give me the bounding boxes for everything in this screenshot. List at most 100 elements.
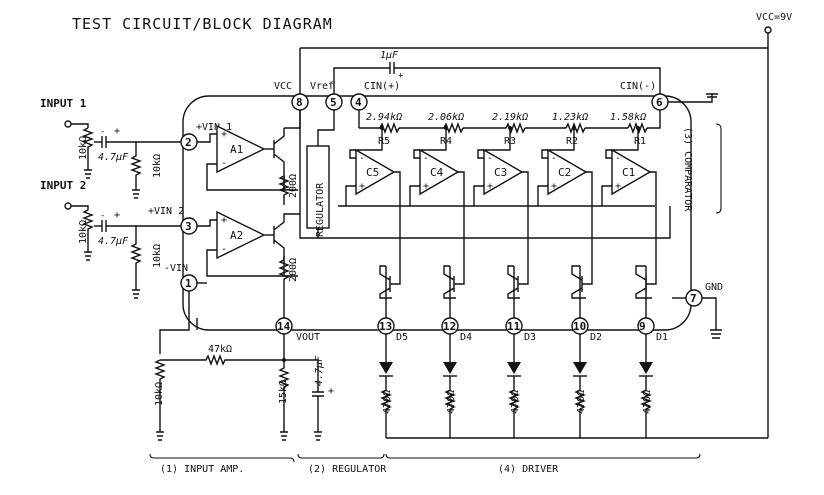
svg-text:7: 7 xyxy=(690,292,697,305)
r5-label: R5 xyxy=(378,136,390,147)
svg-text:REGULATOR: REGULATOR xyxy=(315,182,326,237)
a1-load-value: 200Ω xyxy=(288,174,299,198)
input1-terminal xyxy=(64,120,72,128)
comparator-in-wire xyxy=(409,185,420,206)
ladder-node xyxy=(572,126,576,130)
cin-minus-label: CIN(-) xyxy=(620,81,656,92)
svg-text:+: + xyxy=(221,129,227,140)
pin-number: 11 xyxy=(507,320,521,333)
feedback-resistor-value: 47kΩ xyxy=(208,344,232,355)
comparator-array: C5-+C4-+C3-+C2-+C1-+ xyxy=(345,126,657,276)
led-icon xyxy=(507,362,521,374)
ref-cap-value: 1μF xyxy=(380,50,399,61)
r5-value: 2.94kΩ xyxy=(366,112,402,123)
driver-collector xyxy=(379,265,391,281)
svg-text:14: 14 xyxy=(277,320,291,333)
comparator-minus: - xyxy=(423,153,429,164)
svg-text:+: + xyxy=(398,71,404,81)
in1-cap-pos: + xyxy=(114,126,120,137)
svg-text:4: 4 xyxy=(355,96,362,109)
driver-base-wire xyxy=(582,276,593,285)
ic-package-outline xyxy=(182,95,692,331)
driver-base-wire xyxy=(646,276,657,285)
in2-bias-value: 10kΩ xyxy=(152,244,163,268)
comparator-in-wire xyxy=(345,185,356,206)
driver-base-wire xyxy=(518,276,529,285)
led-resistor-value: 470Ω xyxy=(510,390,521,414)
svg-text:2: 2 xyxy=(185,136,192,149)
led-resistor xyxy=(508,376,520,438)
r2-value: 1.23kΩ xyxy=(552,112,588,123)
comparator-minus: - xyxy=(551,153,557,164)
comparator-plus: + xyxy=(359,181,365,192)
section-regulator: (2) REGULATOR xyxy=(308,464,387,475)
vref-pin-label: Vref xyxy=(310,81,334,92)
comparator-ref-wire xyxy=(477,128,511,159)
comparator-c3-label: C3 xyxy=(494,166,507,179)
ladder-node xyxy=(380,126,384,130)
vin-minus-label: -VIN xyxy=(164,263,188,274)
svg-text:A1: A1 xyxy=(230,143,243,156)
comparator-c1-label: C1 xyxy=(622,166,635,179)
gain-resistor-value: 10kΩ xyxy=(154,382,165,406)
supply-label: VCC=9V xyxy=(756,12,792,23)
comparator-plus: + xyxy=(423,181,429,192)
svg-text:5: 5 xyxy=(330,96,337,109)
r1-label: R1 xyxy=(634,136,646,147)
led-resistor xyxy=(574,376,586,438)
led-resistor xyxy=(640,376,652,438)
svg-text:6: 6 xyxy=(656,96,663,109)
pin-number: 10 xyxy=(573,320,586,333)
led-icon xyxy=(443,362,457,374)
comparator-c1 xyxy=(611,148,652,196)
driver-d4-label: D4 xyxy=(460,332,472,343)
comparator-in-wire xyxy=(473,185,484,206)
section-input-amp: (1) INPUT AMP. xyxy=(160,464,244,475)
r3-value: 2.19kΩ xyxy=(492,112,528,123)
led-resistor-value: 470Ω xyxy=(382,390,393,414)
section-driver: (4) DRIVER xyxy=(498,464,559,475)
comparator-c4 xyxy=(419,148,460,196)
comparator-ref-wire xyxy=(349,128,383,159)
svg-text:+: + xyxy=(328,386,334,397)
comparator-c2-label: C2 xyxy=(558,166,571,179)
driver-emitter xyxy=(635,287,652,299)
svg-text:-: - xyxy=(221,158,227,169)
vin2-label: +VIN 2 xyxy=(148,206,184,217)
comparator-minus: - xyxy=(615,153,621,164)
vcc-terminal xyxy=(764,26,772,34)
in1-cap-value: 4.7μF xyxy=(98,152,129,163)
comparator-c4-label: C4 xyxy=(430,166,444,179)
comparator-out-wire xyxy=(650,171,657,276)
diagram-title: TEST CIRCUIT/BLOCK DIAGRAM xyxy=(72,15,333,33)
svg-text:+: + xyxy=(221,215,227,226)
input2-label: INPUT 2 xyxy=(40,179,86,192)
r1-value: 1.58kΩ xyxy=(610,112,646,123)
in2-pot-value: 10kΩ xyxy=(78,220,89,244)
comparator-ref-wire xyxy=(605,128,639,159)
vin1-label: +VIN 1 xyxy=(196,122,232,133)
in2-cap-value: 4.7μF xyxy=(98,236,129,247)
vcc-pin-label: VCC xyxy=(274,81,292,92)
led-resistor xyxy=(380,376,392,438)
comparator-plus: + xyxy=(487,181,493,192)
ladder-node xyxy=(636,126,640,130)
comparator-minus: - xyxy=(487,153,493,164)
comparator-c2 xyxy=(547,148,588,196)
driver-emitter xyxy=(571,287,586,299)
driver-d3-label: D3 xyxy=(524,332,536,343)
a2-load-value: 200Ω xyxy=(288,258,299,282)
led-resistor xyxy=(444,376,456,438)
cin-plus-label: CIN(+) xyxy=(364,81,400,92)
input2-terminal xyxy=(64,202,72,210)
driver-d1-label: D1 xyxy=(656,332,668,343)
driver-collector xyxy=(635,265,647,281)
comparator-ref-wire xyxy=(413,128,447,159)
pin-number: 9 xyxy=(639,320,646,333)
section-comparator: (3) COMPARATOR xyxy=(682,127,693,212)
comparator-minus: - xyxy=(359,153,365,164)
in2-cap-neg: - xyxy=(100,211,105,221)
svg-text:1: 1 xyxy=(185,277,192,290)
